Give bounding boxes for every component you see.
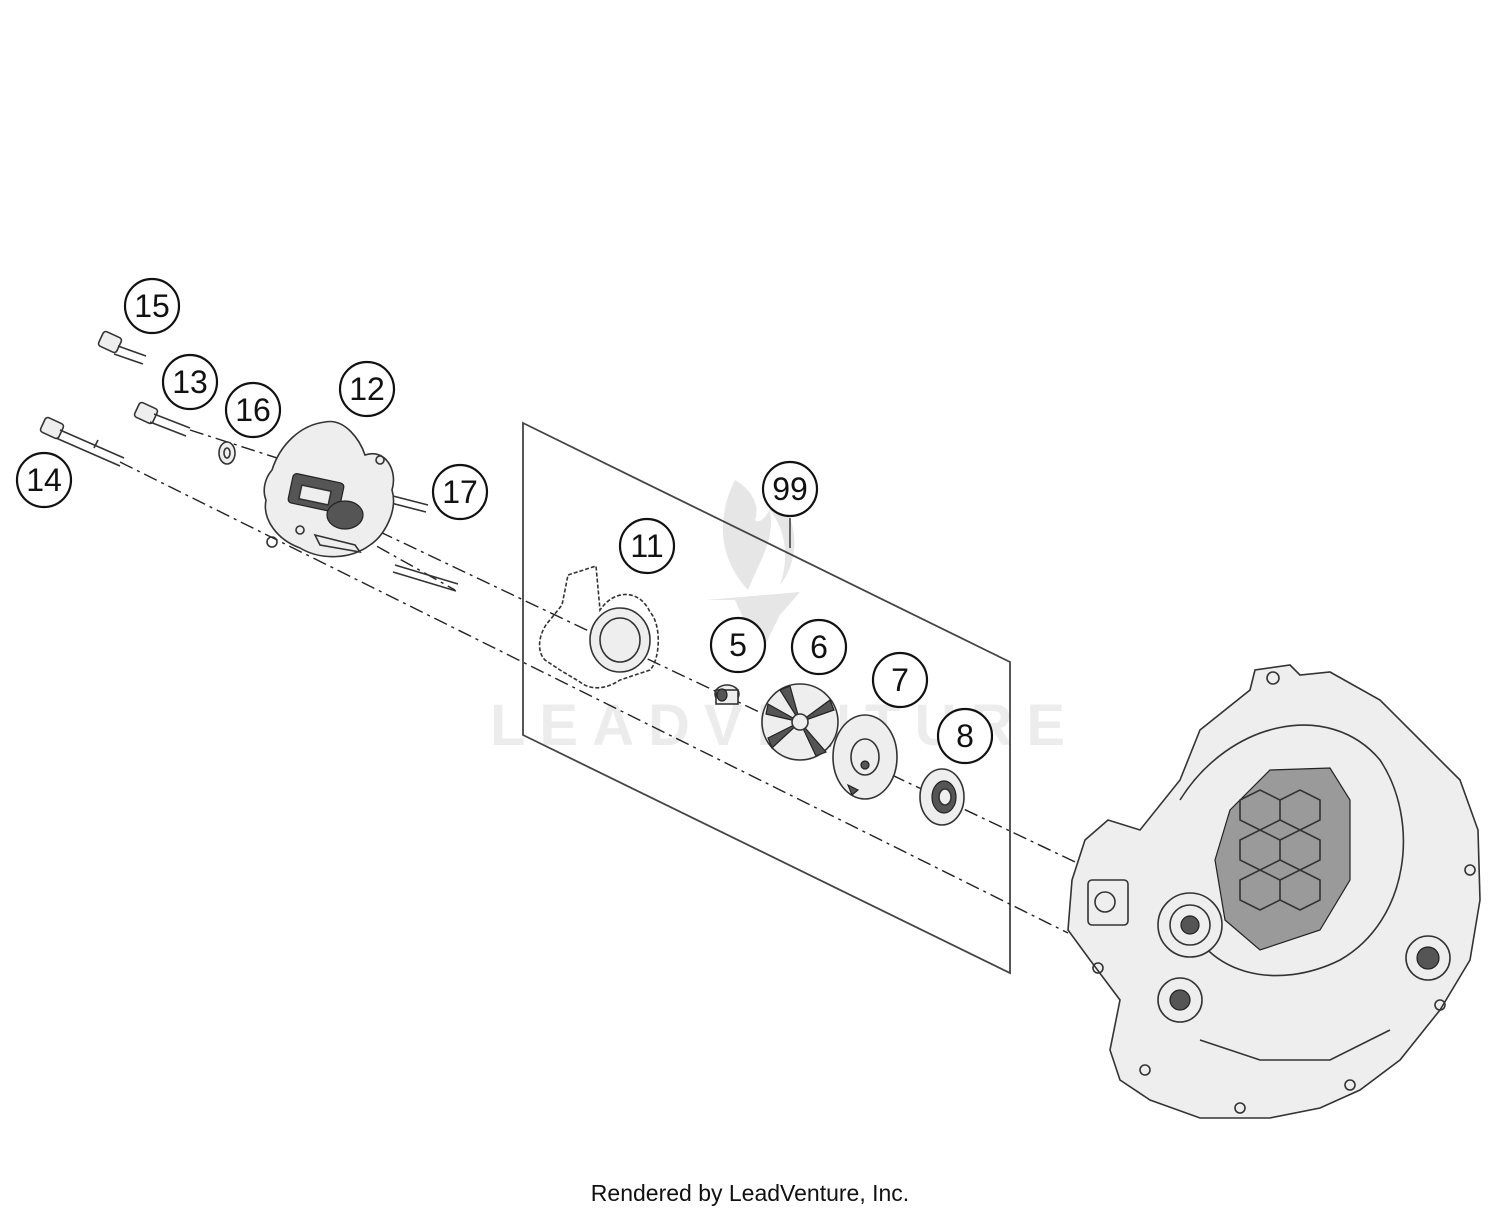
callout-label: 5	[729, 627, 747, 663]
callout-6: 6	[790, 618, 848, 676]
bolt-15	[97, 330, 147, 365]
callout-15: 15	[123, 277, 181, 335]
callout-label: 17	[442, 474, 478, 510]
gasket-11	[538, 564, 660, 689]
seal-ring-8	[919, 768, 965, 826]
seal-plate-7	[832, 714, 898, 800]
callout-5: 5	[709, 616, 767, 674]
callout-99: 99	[761, 460, 819, 518]
callout-label: 7	[891, 662, 909, 698]
impeller-6	[761, 683, 839, 761]
washer-16	[218, 441, 236, 465]
callout-13: 13	[161, 353, 219, 411]
bolt-13	[133, 401, 191, 437]
callout-label: 14	[26, 462, 62, 498]
center-line-bolt-13	[189, 429, 331, 476]
kit-frame	[522, 421, 1011, 975]
callout-label: 16	[235, 392, 271, 428]
callout-14: 14	[15, 451, 73, 509]
pump-cover-12	[263, 420, 395, 558]
callout-label: 13	[172, 364, 208, 400]
callout-8: 8	[936, 707, 994, 765]
callout-11: 11	[618, 517, 676, 575]
callout-label: 12	[349, 371, 385, 407]
callout-label: 15	[134, 288, 170, 324]
callout-label: 6	[810, 629, 828, 665]
callout-7: 7	[871, 651, 929, 709]
center-line-bolt-17	[329, 519, 456, 591]
callout-label: 99	[772, 471, 808, 507]
footer-credit: Rendered by LeadVenture, Inc.	[590, 1180, 910, 1206]
callout-16: 16	[224, 381, 282, 439]
bolt-14	[39, 416, 125, 467]
callout-12: 12	[338, 360, 396, 418]
callout-17: 17	[431, 463, 489, 521]
callout-label: 11	[630, 528, 663, 564]
engine-cover	[1067, 664, 1481, 1119]
nut-5	[714, 684, 740, 705]
callout-label: 8	[956, 718, 974, 754]
